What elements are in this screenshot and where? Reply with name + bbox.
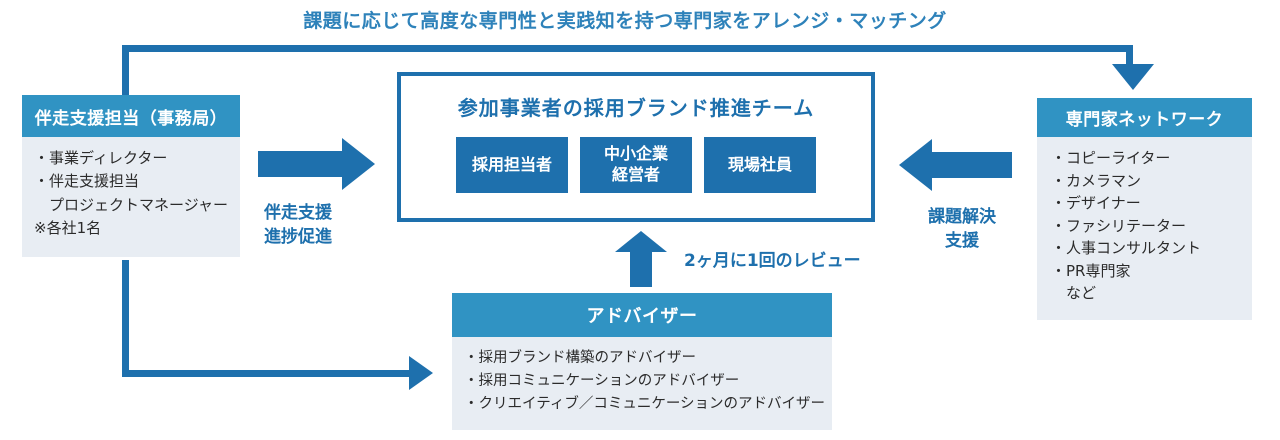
list-item: など [1051, 284, 1097, 302]
team-member-sme-manager: 中小企業 経営者 [580, 137, 692, 193]
list-item: ・PR専門家 [1051, 261, 1131, 280]
list-item: ・カメラマン [1051, 171, 1142, 190]
team-member-field-employee: 現場社員 [704, 137, 816, 193]
top-connector-left-vertical [122, 45, 129, 95]
arrow-down-icon [1112, 64, 1154, 90]
list-item: ※各社1名 [34, 218, 102, 237]
list-item: プロジェクトマネージャー [34, 195, 228, 214]
list-item: ・事業ディレクター [34, 149, 168, 167]
top-connector-right-vertical [1126, 45, 1133, 66]
list-item: ・採用ブランド構築のアドバイザー [464, 350, 696, 366]
arrow-label-support: 伴走支援 進捗促進 [264, 203, 332, 247]
list-item: ・コピーライター [1051, 149, 1171, 167]
arrow-label-review: 2ヶ月に1回のレビュー [684, 251, 861, 271]
arrow-up-icon [630, 251, 652, 287]
list-item: ・ファシリテーター [1051, 216, 1187, 235]
recruiting-brand-team-title: 参加事業者の採用ブランド推進チーム [457, 96, 815, 120]
top-connector-horizontal [122, 45, 1133, 52]
recruiting-brand-team-box: 参加事業者の採用ブランド推進チーム 採用担当者 中小企業 経営者 現場社員 [397, 72, 875, 222]
expert-network-box-items: ・コピーライター ・カメラマン ・デザイナー ・ファシリテーター ・人事コンサル… [1037, 137, 1252, 315]
arrow-left-icon [932, 152, 1012, 178]
support-staff-box-title: 伴走支援担当（事務局） [22, 95, 240, 137]
expert-network-box-title: 専門家ネットワーク [1037, 98, 1252, 137]
advisor-box: アドバイザー ・採用ブランド構築のアドバイザー ・採用コミュニケーションのアドバ… [452, 293, 832, 430]
team-member-recruiter: 採用担当者 [456, 137, 568, 193]
arrow-right-icon [409, 356, 433, 390]
arrow-right-icon [258, 151, 342, 177]
list-item: ・デザイナー [1051, 194, 1141, 212]
top-caption: 課題に応じて高度な専門性と実践知を持つ専門家をアレンジ・マッチング [303, 10, 947, 32]
list-item: ・クリエイティブ／コミュニケーションのアドバイザー [464, 396, 826, 413]
expert-network-box: 専門家ネットワーク ・コピーライター ・カメラマン ・デザイナー ・ファシリテー… [1037, 98, 1252, 320]
list-item: ・人事コンサルタント [1051, 239, 1202, 257]
arrow-up-icon [615, 231, 667, 252]
arrow-left-icon [899, 139, 932, 191]
team-member-row: 採用担当者 中小企業 経営者 現場社員 [401, 137, 871, 193]
advisor-box-items: ・採用ブランド構築のアドバイザー ・採用コミュニケーションのアドバイザー ・クリ… [452, 337, 832, 427]
support-staff-box-items: ・事業ディレクター ・伴走支援担当 プロジェクトマネージャー ※各社1名 [22, 137, 240, 250]
arrow-right-icon [342, 138, 375, 190]
arrow-label-problem-solving: 課題解決 支援 [928, 207, 996, 251]
list-item: ・採用コミュニケーションのアドバイザー [464, 373, 740, 390]
support-staff-box: 伴走支援担当（事務局） ・事業ディレクター ・伴走支援担当 プロジェクトマネージ… [22, 95, 240, 257]
bottom-connector-vertical [122, 260, 129, 377]
advisor-box-title: アドバイザー [452, 293, 832, 337]
list-item: ・伴走支援担当 [34, 172, 140, 191]
bottom-connector-horizontal [122, 370, 409, 377]
